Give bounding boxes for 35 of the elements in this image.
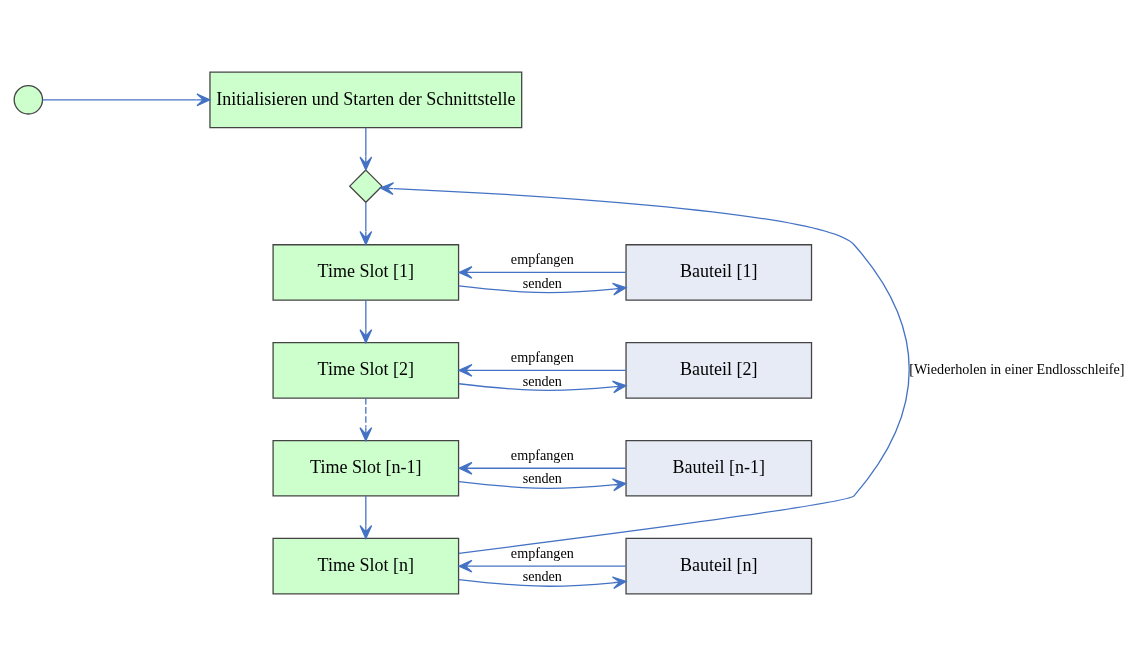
node-box: Bauteil [n-1] xyxy=(625,439,813,497)
arrow xyxy=(359,397,373,441)
edge-label: [Wiederholen in einer Endlosschleife] xyxy=(909,360,1125,377)
edge-label: senden xyxy=(522,567,562,584)
node-diamond xyxy=(348,168,383,203)
arrow xyxy=(458,282,627,295)
edge-label: empfangen xyxy=(510,348,574,365)
node-circle xyxy=(13,84,44,115)
node-box: Bauteil [n] xyxy=(625,537,813,594)
arrow xyxy=(379,181,910,554)
arrow xyxy=(41,92,211,106)
arrow xyxy=(458,265,627,279)
arrow xyxy=(359,126,373,171)
node-box: Time Slot [n-1] xyxy=(272,439,460,497)
arrow xyxy=(458,380,627,393)
node-box: Time Slot [2] xyxy=(272,341,460,399)
node-box: Bauteil [2] xyxy=(625,341,813,399)
arrow xyxy=(458,575,627,589)
arrow xyxy=(359,299,373,343)
edge-label: empfangen xyxy=(510,446,574,463)
edge-label: senden xyxy=(522,372,562,389)
node-box: Initialisieren und Starten der Schnittstelle xyxy=(209,71,523,128)
arrow xyxy=(458,363,627,377)
arrow xyxy=(458,477,627,491)
node-box: Bauteil [1] xyxy=(625,243,813,301)
arrow xyxy=(359,201,373,245)
edge-label: senden xyxy=(522,469,562,486)
edge-label: empfangen xyxy=(510,544,574,561)
arrow xyxy=(458,559,627,573)
arrow xyxy=(458,461,627,475)
node-box: Time Slot [n] xyxy=(272,537,460,594)
edge-label: senden xyxy=(522,274,562,291)
edge-label: empfangen xyxy=(510,250,574,267)
arrow xyxy=(359,494,373,539)
node-box: Time Slot [1] xyxy=(272,243,460,301)
